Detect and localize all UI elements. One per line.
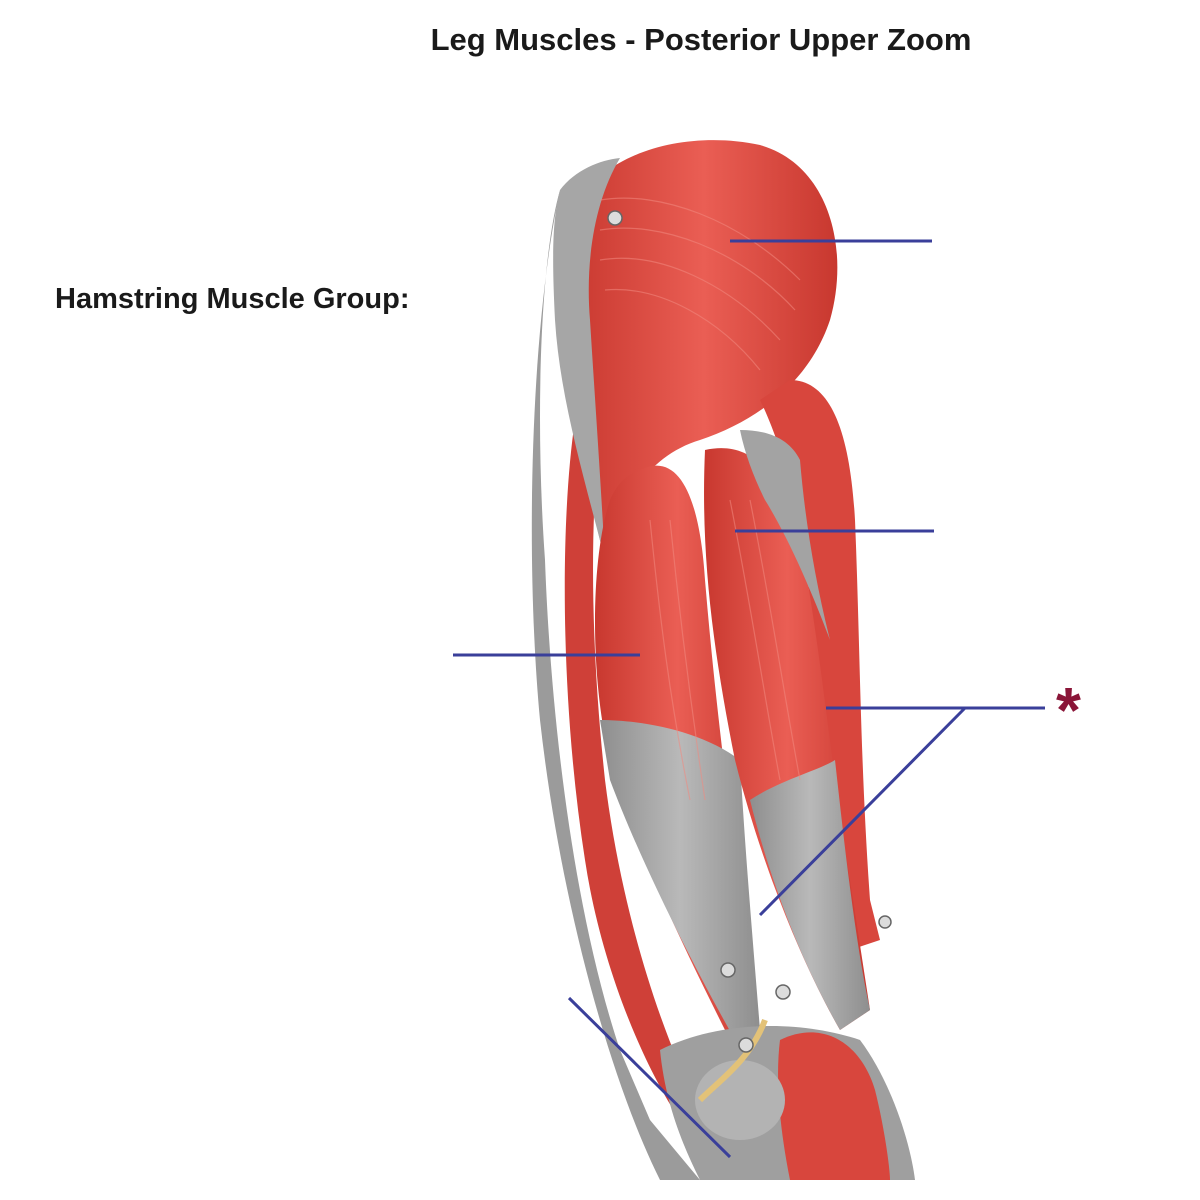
leader-lines: [453, 239, 1045, 1159]
gluteus-maximus: [570, 140, 838, 560]
model-pin: [775, 984, 791, 1000]
model-pin: [878, 915, 892, 929]
model-pins: [607, 210, 892, 1053]
muscle-fibres: [599, 197, 801, 801]
gluteus-grey-margin: [553, 158, 620, 560]
semitendinosus-grey-top: [740, 430, 830, 640]
leader-line-lower: [567, 996, 732, 1159]
knee-tendon-disc: [695, 1060, 785, 1140]
calf-muscle: [778, 1032, 890, 1180]
asterisk-marker: *: [1056, 674, 1081, 746]
diagram-title: Leg Muscles - Posterior Upper Zoom: [430, 22, 972, 57]
semitendinosus-tendon: [750, 760, 870, 1030]
hamstring-group-label: Hamstring Muscle Group:: [55, 283, 410, 315]
vastus-lateralis-strip: [564, 420, 700, 1120]
model-pin: [738, 1037, 754, 1053]
model-pin: [720, 962, 736, 978]
nerve: [697, 1018, 768, 1103]
biceps-femoris-tendon: [600, 720, 760, 1040]
model-pin: [607, 210, 623, 226]
leader-line-asterisk-branch: [758, 706, 967, 917]
